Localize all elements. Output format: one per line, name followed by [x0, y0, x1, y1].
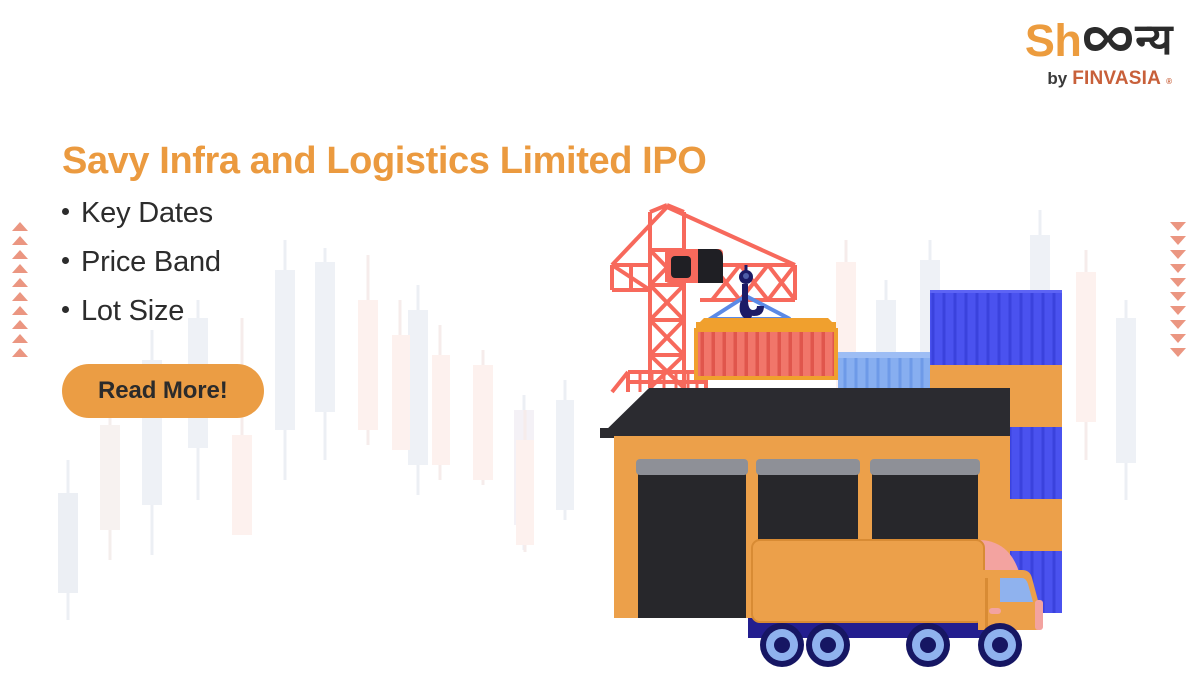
container-orange-2	[930, 427, 1000, 499]
triangle-down-icon	[1170, 334, 1186, 343]
truck-marker-light	[989, 608, 1001, 614]
triangle-up-icon	[12, 306, 28, 315]
container-top-face	[696, 318, 836, 326]
truck-wheels	[760, 623, 1022, 667]
list-item-label: Key Dates	[81, 197, 213, 229]
brand-logo[interactable]: Sh न्य by FINVASIA ®	[1024, 15, 1173, 88]
infinity-glyph	[1084, 27, 1133, 51]
truck-door-seam	[985, 578, 988, 630]
triangle-down-icon	[1170, 306, 1186, 315]
copy-block: Savy Infra and Logistics Limited IPO Key…	[62, 140, 707, 418]
bullet-dot-icon	[62, 257, 69, 264]
warehouse-door-2	[758, 463, 858, 618]
triangle-up-icon	[12, 250, 28, 259]
triangle-down-icon	[1170, 250, 1186, 259]
logo-byline: by FINVASIA ®	[1025, 69, 1172, 88]
triangle-up-icon	[12, 292, 28, 301]
door-header-3	[870, 459, 980, 475]
hoisted-container	[696, 330, 836, 378]
triangle-down-icon	[1170, 292, 1186, 301]
list-item-label: Price Band	[81, 246, 221, 278]
triangle-up-icon	[12, 222, 28, 231]
registered-trademark-icon: ®	[1166, 77, 1172, 86]
delivery-truck	[748, 539, 1043, 667]
truck-windshield	[1000, 578, 1033, 602]
triangle-up-icon	[12, 278, 28, 287]
container-top-rail	[696, 322, 836, 334]
infinity-icon	[1082, 18, 1134, 63]
triangle-up-icon	[12, 348, 28, 357]
truck-chassis	[748, 618, 1016, 638]
logo-text-nya: न्य	[1135, 16, 1172, 64]
triangle-up-icon	[12, 264, 28, 273]
triangle-down-icon	[1170, 222, 1186, 231]
triangle-down-icon	[1170, 278, 1186, 287]
left-triangle-rail	[12, 222, 28, 357]
container-blue-top	[930, 293, 1062, 365]
triangle-up-icon	[12, 320, 28, 329]
read-more-button[interactable]: Read More!	[62, 364, 264, 418]
warehouse-door-1	[638, 463, 746, 618]
logo-finvasia-text: FINVASIA	[1072, 68, 1162, 89]
logo-by-text: by	[1047, 69, 1068, 88]
stacked-containers	[838, 290, 1062, 613]
container-blue-top-edge	[930, 290, 1062, 294]
container-blue-middle	[1000, 427, 1062, 499]
warehouse-door-3	[872, 463, 978, 618]
container-orange-3	[930, 499, 1062, 561]
warehouse-building	[600, 388, 1010, 618]
bullet-dot-icon	[62, 208, 69, 215]
list-item: Lot Size	[62, 295, 706, 328]
page-title: Savy Infra and Logistics Limited IPO	[62, 140, 707, 182]
triangle-down-icon	[1170, 348, 1186, 357]
triangle-down-icon	[1170, 264, 1186, 273]
bullet-dot-icon	[62, 306, 69, 313]
door-header-1	[636, 459, 748, 475]
container-frame	[694, 328, 838, 380]
warehouse-wall	[614, 436, 1010, 618]
right-triangle-rail	[1170, 222, 1186, 357]
list-item-label: Lot Size	[81, 295, 185, 327]
container-orange-4	[930, 551, 1000, 613]
triangle-up-icon	[12, 334, 28, 343]
crane-hook-icon	[739, 270, 764, 320]
truck-cab	[978, 570, 1040, 630]
triangle-down-icon	[1170, 236, 1186, 245]
container-light-blue-top	[838, 352, 968, 358]
container-orange-1	[930, 365, 1062, 427]
truck-front-bumper	[1035, 600, 1043, 630]
list-item: Price Band	[62, 246, 706, 279]
logo-text-sh: Sh	[1024, 15, 1082, 66]
candles-right-group	[836, 210, 1136, 500]
triangle-down-icon	[1170, 320, 1186, 329]
door-header-2	[756, 459, 860, 475]
container-light-blue	[838, 355, 968, 397]
list-item: Key Dates	[62, 197, 706, 230]
container-blue-bottom	[1000, 551, 1062, 613]
feature-bullet-list: Key Dates Price Band Lot Size	[62, 197, 706, 328]
hoisted-container-assembly	[694, 265, 838, 380]
truck-cargo-box	[751, 539, 985, 623]
logo-wordmark: Sh न्य	[1024, 15, 1173, 66]
triangle-up-icon	[12, 236, 28, 245]
truck-accent-arc	[978, 540, 1024, 600]
